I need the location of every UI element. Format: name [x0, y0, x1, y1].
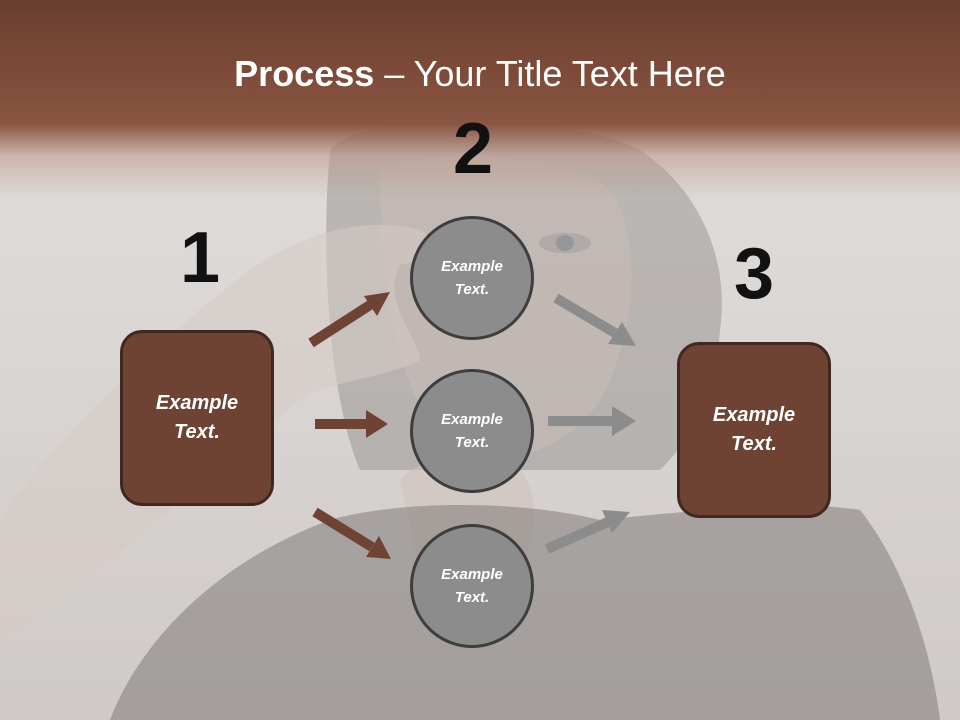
left-box-line2: Text.	[174, 421, 220, 443]
title-band	[0, 0, 960, 200]
arrow-left-middle	[315, 410, 388, 438]
circle-top-line2: Text.	[454, 281, 490, 298]
right-box-line1: Example	[712, 404, 796, 426]
arrow-left-lower	[312, 507, 391, 559]
circle-bottom[interactable]: Example Text.	[410, 524, 534, 648]
circle-middle[interactable]: Example Text.	[410, 369, 534, 493]
slide-title: Process – Your Title Text Here	[0, 52, 960, 96]
circle-middle-line1: Example	[441, 411, 503, 428]
arrow-left-upper	[308, 292, 390, 348]
arrow-right-lower	[544, 510, 630, 554]
circle-bottom-line2: Text.	[454, 589, 490, 606]
step-number-3: 3	[733, 234, 775, 314]
left-box-line1: Example	[155, 392, 239, 414]
circle-top[interactable]: Example Text.	[410, 216, 534, 340]
right-box[interactable]: Example Text.	[677, 342, 831, 518]
right-box-line2: Text.	[731, 433, 777, 455]
step-number-1: 1	[179, 218, 221, 298]
circle-bottom-line1: Example	[441, 566, 503, 583]
title-bold: Process	[234, 53, 375, 94]
title-rest: Your Title Text Here	[413, 53, 726, 94]
arrow-right-upper	[553, 293, 636, 346]
circle-top-line1: Example	[441, 258, 503, 275]
circle-middle-line2: Text.	[454, 434, 490, 451]
arrow-right-middle	[548, 406, 636, 436]
title-dash: –	[374, 53, 414, 94]
left-box[interactable]: Example Text.	[120, 330, 274, 506]
step-number-2: 2	[452, 109, 494, 189]
